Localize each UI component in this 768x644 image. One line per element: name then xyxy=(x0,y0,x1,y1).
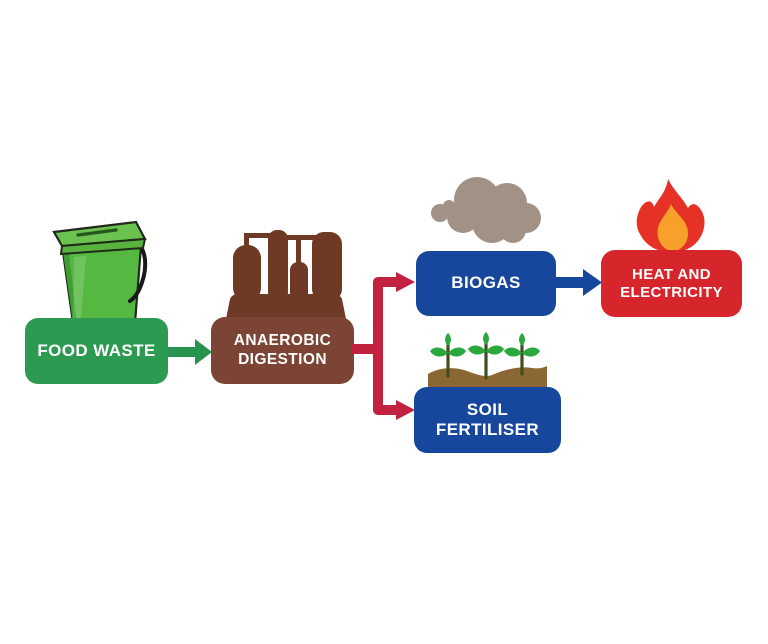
digester-tanks-icon xyxy=(220,227,352,319)
node-biogas-label: BIOGAS xyxy=(451,273,521,293)
branch-digestion-to-outputs xyxy=(351,268,417,424)
node-heat-label-line2: ELECTRICITY xyxy=(620,283,723,301)
node-anaerobic-digestion-label-line1: ANAEROBIC xyxy=(233,332,332,350)
node-heat-label-line1: HEAT AND xyxy=(631,265,712,283)
node-soil-fertiliser: SOIL FERTILISER xyxy=(414,387,561,453)
node-food-waste-label: FOOD WASTE xyxy=(37,340,156,360)
arrow-biogas-to-heat xyxy=(556,267,602,299)
soil-seedlings-icon xyxy=(426,332,548,389)
node-soil-fertiliser-label: SOIL FERTILISER xyxy=(435,399,540,439)
food-caddy-bin-icon xyxy=(48,219,148,325)
node-food-waste: FOOD WASTE xyxy=(25,318,168,384)
node-anaerobic-digestion: ANAEROBIC DIGESTION xyxy=(211,317,354,384)
gas-cloud-icon xyxy=(425,172,550,250)
node-biogas: BIOGAS xyxy=(416,251,556,316)
node-anaerobic-digestion-label-line2: DIGESTION xyxy=(238,350,327,368)
flame-icon xyxy=(634,177,710,251)
arrow-foodwaste-to-digestion xyxy=(168,338,212,366)
node-heat-and-electricity: HEAT AND ELECTRICITY xyxy=(601,250,742,317)
